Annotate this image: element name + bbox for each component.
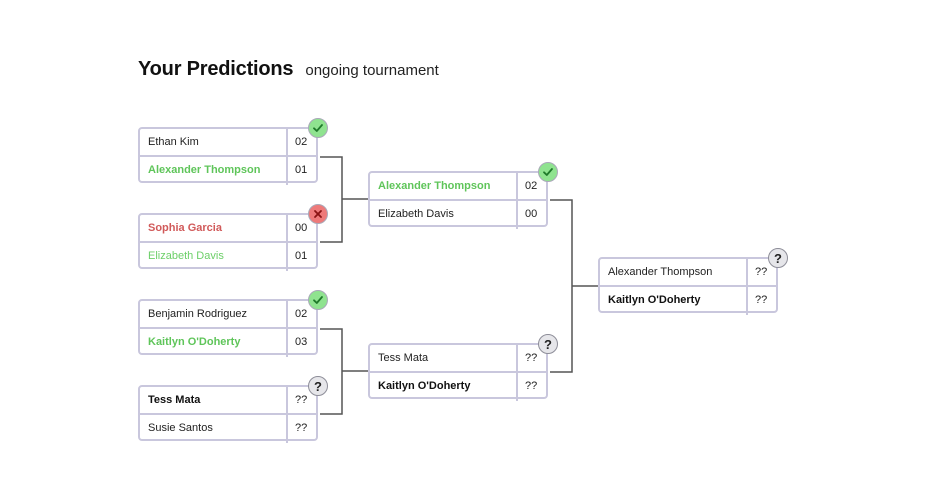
- player-name: Ethan Kim: [148, 136, 199, 148]
- match-card-round-2[interactable]: Tess Mata??Kaitlyn O'Doherty??: [368, 343, 548, 401]
- player-score: ??: [286, 415, 316, 443]
- player-name: Tess Mata: [148, 394, 201, 406]
- connector-r1-bottom: [320, 328, 368, 415]
- player-score: 02: [286, 301, 316, 327]
- player-score: 01: [286, 157, 316, 185]
- player-row[interactable]: Sophia Garcia 00: [140, 215, 316, 243]
- player-row[interactable]: Benjamin Rodriguez 02: [140, 301, 316, 329]
- player-score: ??: [286, 387, 316, 413]
- player-row[interactable]: Tess Mata??: [370, 345, 546, 373]
- player-row[interactable]: Kaitlyn O'Doherty??: [600, 287, 776, 315]
- player-row[interactable]: Susie Santos??: [140, 415, 316, 443]
- player-score: 00: [286, 215, 316, 241]
- player-score: ??: [746, 259, 776, 285]
- player-score: ??: [746, 287, 776, 315]
- player-name: Kaitlyn O'Doherty: [378, 380, 471, 392]
- player-row[interactable]: Alexander Thompson??: [600, 259, 776, 287]
- page-subtitle: ongoing tournament: [305, 62, 439, 79]
- player-name: Sophia Garcia: [148, 222, 222, 234]
- player-score: 02: [286, 129, 316, 155]
- player-row[interactable]: Alexander Thompson 01: [140, 157, 316, 185]
- player-score: 00: [516, 201, 546, 229]
- player-row[interactable]: Kaitlyn O'Doherty??: [370, 373, 546, 401]
- match-card-round-3[interactable]: Alexander Thompson??Kaitlyn O'Doherty??: [598, 257, 778, 315]
- player-name: Elizabeth Davis: [148, 250, 224, 262]
- player-name: Susie Santos: [148, 422, 213, 434]
- prediction-status-badge: [538, 162, 558, 182]
- page-title: Your Predictions: [138, 58, 294, 80]
- question-icon: ?: [544, 336, 552, 352]
- prediction-status-badge: [308, 290, 328, 310]
- player-name: Alexander Thompson: [608, 266, 713, 278]
- cross-icon: [314, 210, 322, 218]
- player-row[interactable]: Ethan Kim 02: [140, 129, 316, 157]
- page-header: Your Predictions ongoing tournament: [138, 58, 439, 81]
- player-score: ??: [516, 373, 546, 401]
- player-score: 01: [286, 243, 316, 271]
- player-row[interactable]: Elizabeth Davis 00: [370, 201, 546, 229]
- player-row[interactable]: Tess Mata??: [140, 387, 316, 415]
- prediction-status-badge: ?: [308, 376, 328, 396]
- player-name: Alexander Thompson: [378, 180, 491, 192]
- player-row[interactable]: Alexander Thompson 02: [370, 173, 546, 201]
- player-score: 02: [516, 173, 546, 199]
- player-row[interactable]: Kaitlyn O'Doherty 03: [140, 329, 316, 357]
- check-icon: [313, 296, 323, 304]
- player-name: Benjamin Rodriguez: [148, 308, 248, 320]
- player-name: Kaitlyn O'Doherty: [608, 294, 701, 306]
- player-name: Tess Mata: [378, 352, 429, 364]
- check-icon: [313, 124, 323, 132]
- prediction-status-badge: ?: [768, 248, 788, 268]
- player-name: Kaitlyn O'Doherty: [148, 336, 241, 348]
- match-card-round-1[interactable]: Tess Mata??Susie Santos??: [138, 385, 318, 443]
- connector-r1-top: [320, 156, 368, 243]
- question-icon: ?: [774, 250, 782, 266]
- prediction-status-badge: ?: [538, 334, 558, 354]
- player-name: Alexander Thompson: [148, 164, 261, 176]
- question-icon: ?: [314, 378, 322, 394]
- player-name: Elizabeth Davis: [378, 208, 454, 220]
- prediction-status-badge: [308, 204, 328, 224]
- prediction-status-badge: [308, 118, 328, 138]
- check-icon: [543, 168, 553, 176]
- player-score: 03: [286, 329, 316, 357]
- player-row[interactable]: Elizabeth Davis 01: [140, 243, 316, 271]
- player-score: ??: [516, 345, 546, 371]
